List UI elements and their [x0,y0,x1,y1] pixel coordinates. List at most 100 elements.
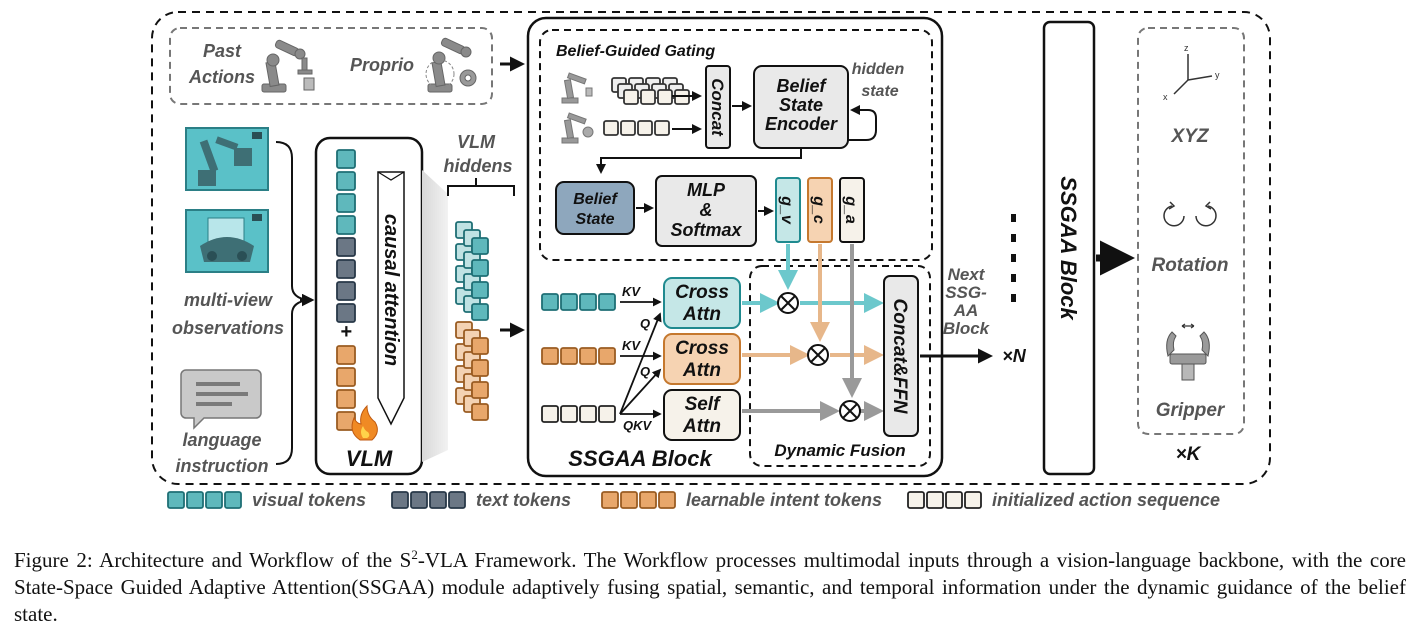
hidden-visual-token [471,237,489,255]
qkv-label: QKV [623,418,653,433]
visual-token [541,293,559,311]
vlm-title: VLM [346,446,393,471]
figure-caption: Figure 2: Architecture and Workflow of t… [14,541,1406,628]
times-k-label: ×K [1176,444,1202,465]
proprio-token [603,120,619,136]
axis-x-label: x [1163,92,1168,102]
encoder-label-3: Encoder [765,114,838,134]
text-token [336,303,356,323]
hidden-intent-token [471,359,489,377]
legend-label: visual tokens [252,490,366,510]
concat-ffn-label: Concat&FFN [889,298,910,414]
proprio-token [620,120,636,136]
causal-attention-label: causal attention [380,214,402,366]
legend-visual-swatch [167,491,185,509]
flame-icon [351,404,378,441]
proprio-group: Past Actions Proprio [169,27,493,105]
hidden-state-label-1: hidden [852,61,905,78]
action-token [579,405,597,423]
action-token [541,405,559,423]
self-attn-box [663,389,741,441]
observation-image-2 [185,209,269,273]
legend-action-swatch [907,491,925,509]
concat-box [705,65,731,149]
text-token [336,259,356,279]
proprio-token [654,120,670,136]
hidden-state-loop-arrow [848,105,877,141]
cross-attn-intent-label-2: Attn [682,360,721,381]
caption-superscript: 2 [411,547,418,562]
legend-text-swatch [391,491,409,509]
visual-token [560,293,578,311]
legend-intent-swatch [601,491,619,509]
caption-post: -VLA Framework. The Workflow processes m… [14,548,1407,626]
outer-ssgaa-block-box [1042,20,1096,476]
hidden-visual-token [471,281,489,299]
intent-token [560,347,578,365]
observation-image-1 [185,127,269,191]
caption-figure-number: Figure 2: [14,548,93,572]
instruction-label-1: language [182,430,261,450]
outer-frame [151,11,1271,485]
belief-state-label-2: State [575,211,614,228]
past-actions-label-2: Actions [188,67,255,87]
axis-z-label: z [1184,43,1189,53]
encoder-label-1: Belief [776,76,827,96]
input-brace [275,141,309,465]
ssgaa-block-title: SSGAA Block [568,446,713,471]
mlp-softmax-box [655,175,757,247]
intent-token [579,347,597,365]
past-action-token-stack [611,77,690,105]
legend-text-swatch [429,491,447,509]
visual-token [579,293,597,311]
belief-state-label-1: Belief [573,191,618,208]
mlp-label-1: MLP [687,180,726,200]
encoder-label-2: State [779,95,823,115]
self-attn-label-2: Attn [682,416,721,437]
hidden-projection [422,170,448,462]
past-action-token [657,89,673,105]
intent-token [336,389,356,409]
next-block-label-1: Next [948,265,986,284]
cross-attn-visual-label-1: Cross [675,282,729,303]
self-attn-label-1: Self [685,394,722,415]
gate-ga-label: g_a [842,195,859,224]
text-token [336,281,356,301]
next-block-label-4: Block [943,319,991,338]
legend-action-swatch [964,491,982,509]
cross-attn-intent-box [663,333,741,385]
q-label-2: Q [640,364,650,379]
robot-arm-icon [261,39,315,93]
gate-gc-box [807,177,833,243]
visual-token [598,293,616,311]
gate-gc-label: g_c [810,195,827,224]
mlp-label-2: & [700,200,713,220]
dynamic-fusion-box [749,265,931,467]
observations-label-2: observations [172,318,284,338]
vlm-hiddens-label-2: hiddens [443,156,512,176]
axis-y-label: y [1215,70,1220,80]
architecture-diagram: Past Actions Proprio [151,11,1271,510]
next-block-label-2: SSG- [945,283,987,302]
output-gripper-label: Gripper [1156,400,1226,421]
gate-gv-label: g_v [778,195,795,225]
intent-token [541,347,559,365]
intent-token [336,367,356,387]
hidden-intent-token [471,403,489,421]
stack-ellipsis-icon [1011,214,1016,302]
visual-token [336,193,356,213]
belief-state-box [555,181,635,235]
attention-input-rows [541,293,616,423]
action-q1-arrow [619,312,662,415]
concat-label: Concat [708,78,727,137]
q-label-1: Q [640,316,650,331]
times-n-label: ×N [1002,346,1027,366]
belief-gating-title: Belief-Guided Gating [556,43,715,60]
proprio-label: Proprio [350,55,414,75]
vlm-hiddens-label-1: VLM [457,132,496,152]
legend-visual-swatch [186,491,204,509]
hidden-intent-token [471,337,489,355]
visual-token [336,171,356,191]
hidden-visual-token [471,303,489,321]
